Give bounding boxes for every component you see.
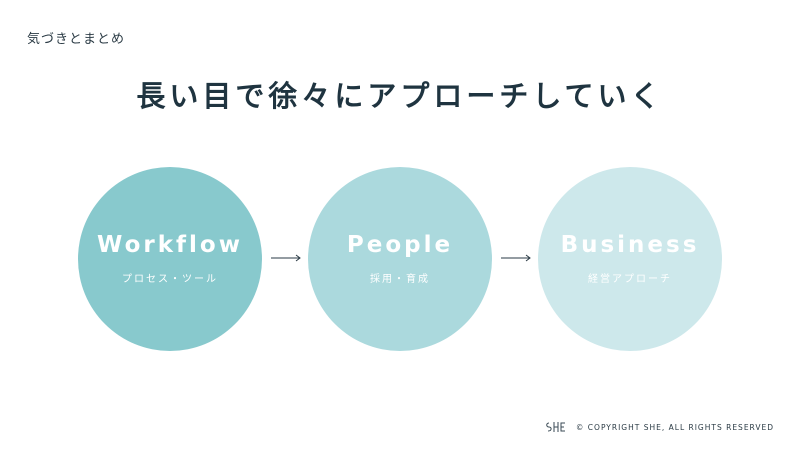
copyright-text: © COPYRIGHT SHE, ALL RIGHTS RESERVED	[575, 422, 774, 432]
circle-subtitle: 経営アプローチ	[588, 274, 672, 285]
section-label: 気づきとまとめ	[27, 32, 126, 47]
circle-workflow: Workflow プロセス・ツール	[78, 167, 262, 351]
circle-title: Business	[560, 232, 700, 258]
arrow-right-icon	[271, 254, 301, 262]
arrow-right-icon	[501, 254, 531, 262]
headline: 長い目で徐々にアプローチしていく	[136, 79, 664, 113]
circle-subtitle: 採用・育成	[370, 274, 430, 285]
she-logo-icon	[546, 422, 565, 432]
circle-business: Business 経営アプローチ	[538, 167, 722, 351]
circle-subtitle: プロセス・ツール	[122, 274, 218, 285]
circle-title: Workflow	[97, 232, 243, 258]
circle-people: People 採用・育成	[308, 167, 492, 351]
circle-title: People	[346, 232, 454, 258]
footer: © COPYRIGHT SHE, ALL RIGHTS RESERVED	[544, 419, 774, 435]
